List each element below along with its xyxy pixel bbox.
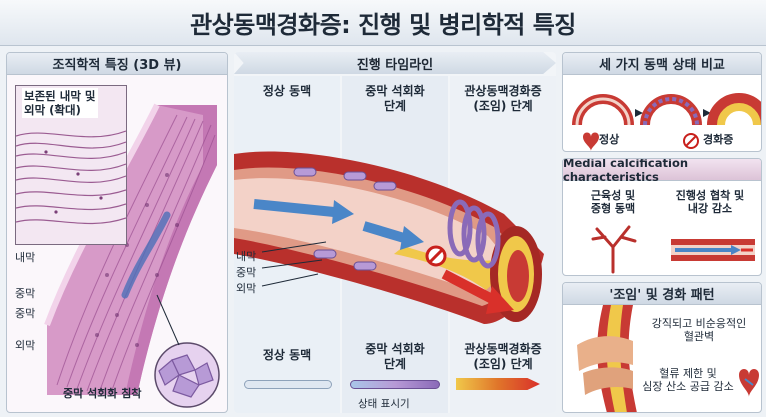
status-bar-sclerosis (456, 378, 540, 390)
sclerosis-label: 경화증 (703, 133, 734, 146)
title-bar: 관상동맥경화증: 진행 및 병리학적 특징 (0, 0, 766, 46)
stage-bottom-calcification: 중막 석회화 단계 (365, 342, 425, 371)
label-adventitia-mid: 외막 (236, 282, 257, 295)
pattern-panel: '조임' 및 경화 패턴 강직되고 비순응적인 혈관벽 혈류 제한 및 심장 산… (562, 282, 762, 413)
stage-top-sclerosis: 관상동맥경화증 (조임) 단계 (464, 84, 542, 113)
label-adventitia: 외막 (15, 339, 36, 352)
label-media: 중막 (15, 287, 36, 300)
magnified-tissue (16, 130, 126, 225)
magnified-inset: 보존된 내막 및 외막 (확대) (15, 85, 127, 245)
status-bar-calcification (350, 380, 440, 389)
timeline-panel: 진행 타임라인 정상 동맥 중막 석회화 단계 관상동맥경화증 (조임) 단계 (234, 52, 556, 413)
stage-top-normal: 정상 동맥 (262, 84, 312, 98)
compare-panel: 세 가지 동맥 상태 비교 정상 경화증 (562, 52, 762, 152)
label-media-2: 중막 (15, 307, 36, 320)
medial-illustrations (591, 225, 755, 274)
stenosis-caption: 진행성 협착 및 내강 감소 (675, 189, 745, 215)
inset-label: 보존된 내막 및 외막 (확대) (22, 88, 98, 118)
status-bar-normal (244, 380, 332, 389)
flow-limit-caption: 혈류 제한 및 심장 산소 공급 감소 (642, 367, 734, 393)
medial-calcification-panel: Medial calcification characteristics 근육성… (562, 158, 762, 276)
label-media-mid: 중막 (236, 266, 257, 279)
artery-comparison (572, 93, 761, 151)
compare-panel-title: 세 가지 동맥 상태 비교 (563, 53, 761, 75)
rigid-wall-caption: 강직되고 비순응적인 혈관벽 (651, 317, 747, 343)
squeeze-illustration (577, 305, 759, 412)
label-calcification: 중막 석회화 침착 (63, 387, 142, 400)
status-indicator-label: 상태 표시기 (358, 398, 410, 410)
histology-panel-title: 조직학적 특징 (3D 뷰) (7, 53, 227, 75)
histology-3d-illustration (44, 103, 220, 408)
stage-top-calcification: 중막 석회화 단계 (365, 84, 425, 113)
label-intima: 내막 (15, 251, 36, 264)
stage-bottom-normal: 정상 동맥 (262, 348, 312, 362)
histology-panel: 조직학적 특징 (3D 뷰) (6, 52, 228, 413)
normal-label: 정상 (599, 133, 620, 146)
page-title: 관상동맥경화증: 진행 및 병리학적 특징 (190, 11, 576, 39)
muscular-artery-caption: 근육성 및 중형 동맥 (590, 189, 636, 215)
label-intima-mid: 내막 (236, 250, 257, 263)
medial-panel-title: Medial calcification characteristics (563, 159, 761, 184)
pattern-panel-title: '조임' 및 경화 패턴 (563, 283, 761, 305)
timeline-title: 진행 타임라인 (234, 52, 556, 74)
artery-illustration (234, 151, 544, 324)
stage-bottom-sclerosis: 관상동맥경화증 (조임) 단계 (464, 342, 542, 371)
